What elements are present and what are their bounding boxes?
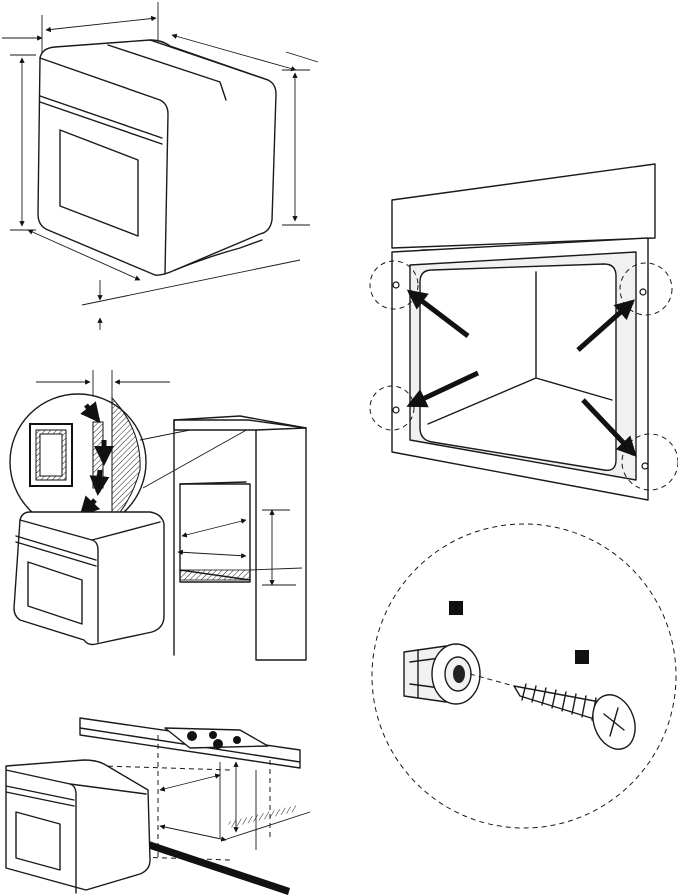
wall-plug bbox=[404, 644, 480, 704]
label-box-2 bbox=[575, 650, 589, 664]
screw bbox=[514, 684, 642, 755]
oven-dimension-figure bbox=[2, 2, 318, 330]
frame-fixing-figure bbox=[370, 164, 678, 500]
under-counter-figure bbox=[6, 718, 310, 895]
label-box-1 bbox=[449, 601, 463, 615]
fixing-kit-figure bbox=[372, 524, 676, 828]
column-installation-figure bbox=[10, 370, 306, 660]
